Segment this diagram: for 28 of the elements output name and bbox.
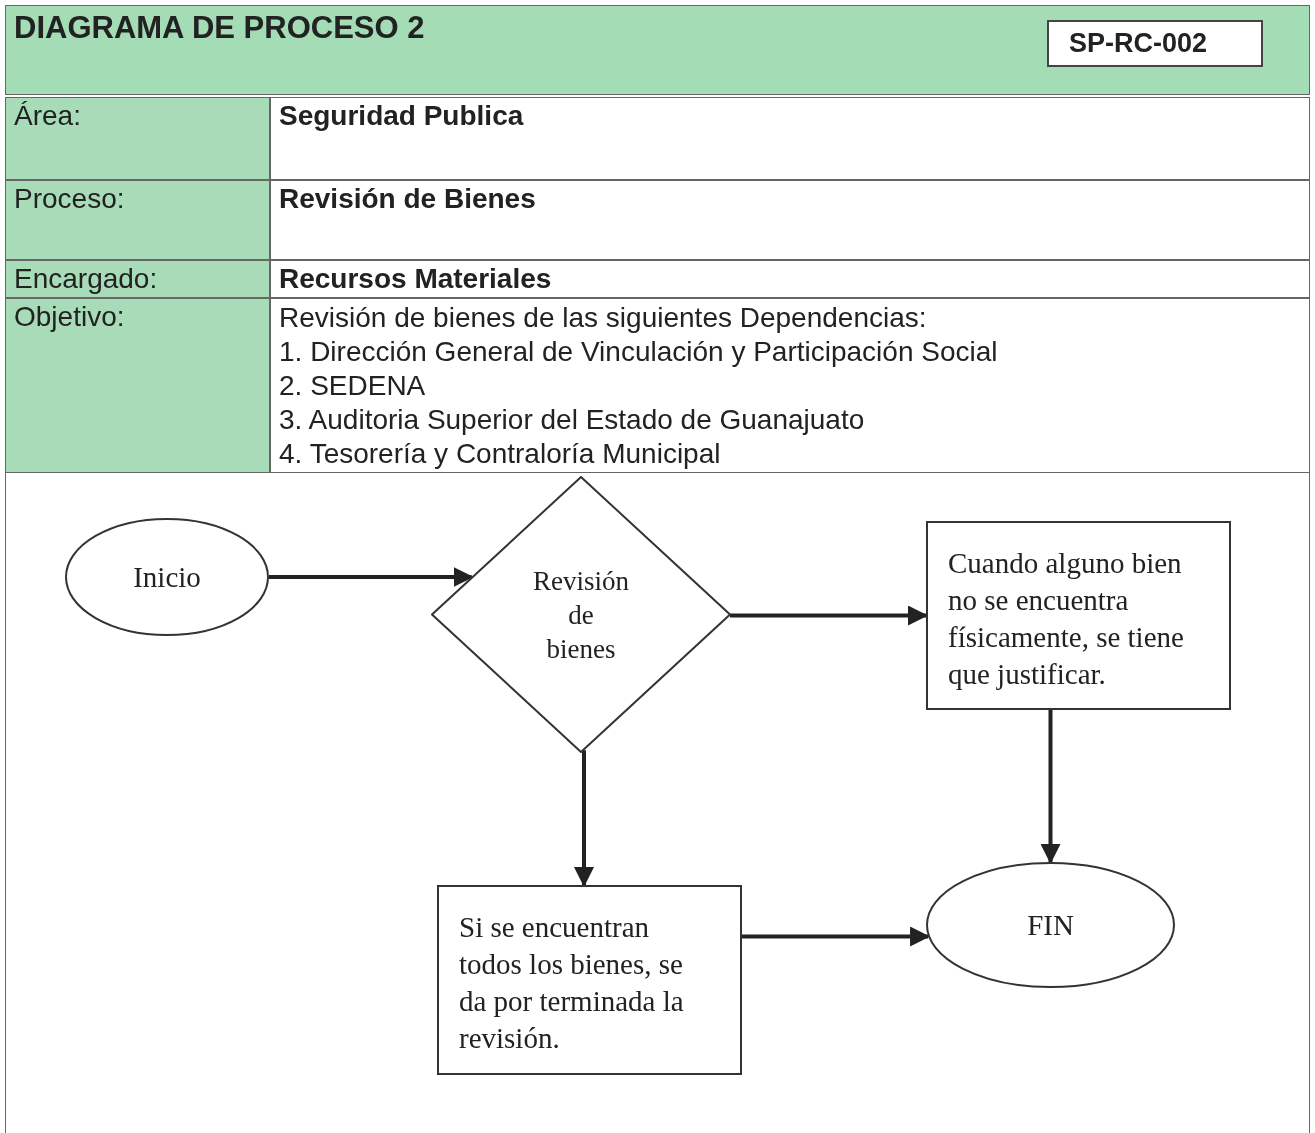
list-item: 3. Auditoria Superior del Estado de Guanajuato: [279, 403, 866, 437]
arrow: [1040, 710, 1061, 864]
field-value: Recursos Materiales: [279, 263, 553, 295]
decision-diamond: [431, 476, 731, 753]
field-label: Proceso:: [5, 180, 270, 260]
arrow: [574, 750, 594, 887]
arrow: [729, 605, 928, 626]
field-label: Encargado:: [5, 260, 270, 298]
list-item: 4. Tesorería y Contraloría Municipal: [279, 437, 722, 471]
node-label: Revisión de bienes: [532, 564, 630, 666]
title: DIAGRAMA DE PROCESO 2: [14, 10, 425, 46]
document-code: SP-RC-002: [1047, 20, 1263, 67]
node-label: Cuando alguno bien no se encuentra físicamente, se tiene que justificar.: [948, 546, 1185, 692]
objective-text: Revisión de bienes de las siguientes Dependencias:: [279, 301, 928, 335]
field-value: Revisión de Bienes: [279, 183, 537, 215]
list-item: 2. SEDENA: [279, 369, 427, 403]
field-label: Área:: [5, 97, 270, 180]
process-box: [437, 885, 742, 1075]
terminal-ellipse: [65, 518, 269, 636]
process-box: [926, 521, 1231, 710]
arrow: [269, 567, 474, 587]
node-label: Si se encuentran todos los bienes, se da por terminada la revisión.: [459, 910, 685, 1056]
field-label: Objetivo:: [5, 298, 270, 473]
field-value: Seguridad Publica: [279, 100, 525, 132]
node-label: Inicio: [133, 559, 201, 595]
terminal-ellipse: [926, 862, 1175, 988]
list-item: 1. Dirección General de Vinculación y Participación Social: [279, 335, 999, 369]
node-label: FIN: [1027, 907, 1074, 943]
